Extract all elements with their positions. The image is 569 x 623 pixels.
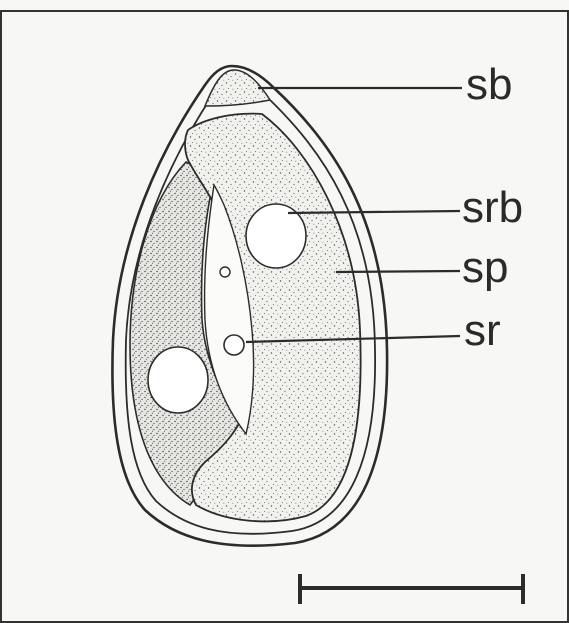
label-sp: sp	[462, 243, 508, 292]
nucleus-small	[220, 267, 230, 277]
label-sr: sr	[464, 306, 501, 355]
nucleus-sr	[224, 335, 244, 355]
label-srb: srb	[462, 183, 523, 232]
label-sb: sb	[466, 60, 512, 109]
refractile-body-lower	[148, 347, 208, 413]
leader-sp	[336, 271, 460, 272]
scale-bar	[300, 574, 523, 604]
